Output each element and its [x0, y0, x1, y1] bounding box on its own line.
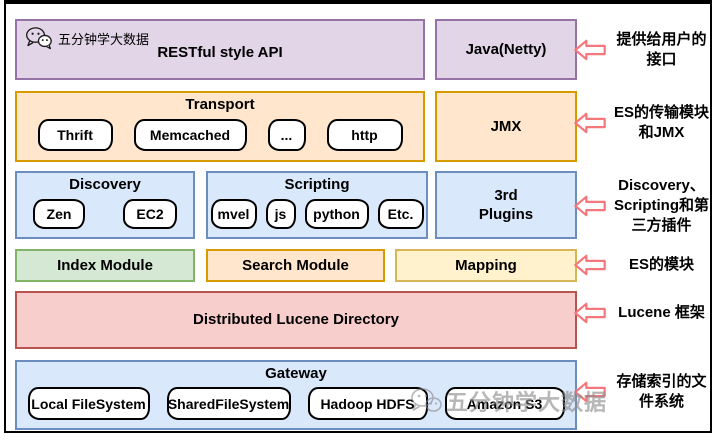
transport-item-memcached: Memcached	[133, 119, 247, 151]
brand-name: 五分钟学大数据	[58, 31, 150, 47]
gateway-item-amazon-s3: Amazon S3	[444, 387, 565, 420]
layer-title: Discovery	[69, 176, 141, 193]
layer-scripting: Scripting mvel js python Etc.	[206, 171, 428, 239]
annotation-transport: ES的传输模块 和JMX	[574, 98, 714, 148]
layer-title: Java(Netty)	[465, 40, 547, 58]
annotation-plugins: Discovery、 Scripting和第 三方插件	[574, 176, 714, 235]
layer-title: Mapping	[455, 256, 517, 274]
diagram-border	[4, 0, 712, 433]
discovery-item-ec2: EC2	[123, 199, 177, 229]
layer-discovery: Discovery Zen EC2	[15, 171, 195, 239]
arrow-left-icon	[574, 381, 606, 403]
gateway-items: Local FileSystem SharedFileSystem Hadoop…	[17, 387, 575, 420]
transport-item-http: http	[326, 119, 403, 151]
discovery-item-zen: Zen	[33, 199, 85, 229]
brand-badge: 五分钟学大数据	[25, 26, 149, 50]
layer-lucene-directory: Distributed Lucene Directory	[15, 291, 577, 349]
layer-title: Scripting	[284, 176, 350, 193]
gateway-item-local-filesystem: Local FileSystem	[27, 387, 150, 420]
scripting-item-js: js	[265, 199, 296, 229]
annotation-api: 提供给用户的 接口	[574, 26, 714, 74]
layer-3rd-plugins: 3rd Plugins	[435, 171, 577, 239]
annotation-lucene: Lucene 框架	[574, 296, 714, 330]
layer-title: Index Module	[57, 256, 153, 274]
transport-item-thrift: Thrift	[37, 119, 113, 151]
layer-transport: Transport Thrift Memcached ... http	[15, 91, 425, 162]
layer-title: Gateway	[265, 365, 327, 382]
transport-items: Thrift Memcached ... http	[17, 119, 423, 151]
scripting-item-python: python	[304, 199, 369, 229]
layer-title: Distributed Lucene Directory	[193, 311, 399, 329]
gateway-item-shared-filesystem: SharedFileSystem	[166, 387, 291, 420]
arrow-left-icon	[574, 112, 606, 134]
gateway-item-hadoop-hdfs: Hadoop HDFS	[307, 387, 428, 420]
transport-item-ellipsis: ...	[267, 119, 306, 151]
layer-title: Transport	[185, 96, 255, 113]
annotation-gateway: 存储索引的文 件系统	[574, 368, 714, 416]
arrow-left-icon	[574, 39, 606, 61]
layer-restful-api: 五分钟学大数据 RESTful style API	[15, 19, 425, 80]
layer-java-netty: Java(Netty)	[435, 19, 577, 80]
arrow-left-icon	[574, 195, 606, 217]
annotation-label: 提供给用户的 接口	[616, 30, 707, 68]
arrow-left-icon	[574, 302, 606, 324]
annotation-modules: ES的模块	[574, 248, 714, 282]
layer-title: 3rd Plugins	[478, 186, 534, 224]
scripting-item-etc: Etc.	[377, 199, 424, 229]
layer-gateway: Gateway Local FileSystem SharedFileSyste…	[15, 360, 577, 430]
discovery-items: Zen EC2	[17, 199, 193, 229]
layer-search-module: Search Module	[206, 249, 385, 282]
annotation-label: ES的模块	[628, 255, 694, 273]
annotation-label: ES的传输模块 和JMX	[613, 103, 709, 141]
layer-title: JMX	[490, 117, 522, 135]
annotation-label: 存储索引的文 件系统	[616, 372, 707, 410]
layer-mapping: Mapping	[395, 249, 577, 282]
wechat-icon	[26, 27, 52, 50]
scripting-item-mvel: mvel	[210, 199, 257, 229]
annotation-label: Lucene 框架	[618, 303, 705, 321]
layer-jmx: JMX	[435, 91, 577, 162]
scripting-items: mvel js python Etc.	[208, 199, 426, 229]
layer-title: RESTful style API	[157, 43, 283, 61]
layer-title: Search Module	[242, 256, 349, 274]
annotation-label: Discovery、 Scripting和第 三方插件	[613, 176, 709, 235]
arrow-left-icon	[574, 254, 606, 276]
layer-index-module: Index Module	[15, 249, 195, 282]
